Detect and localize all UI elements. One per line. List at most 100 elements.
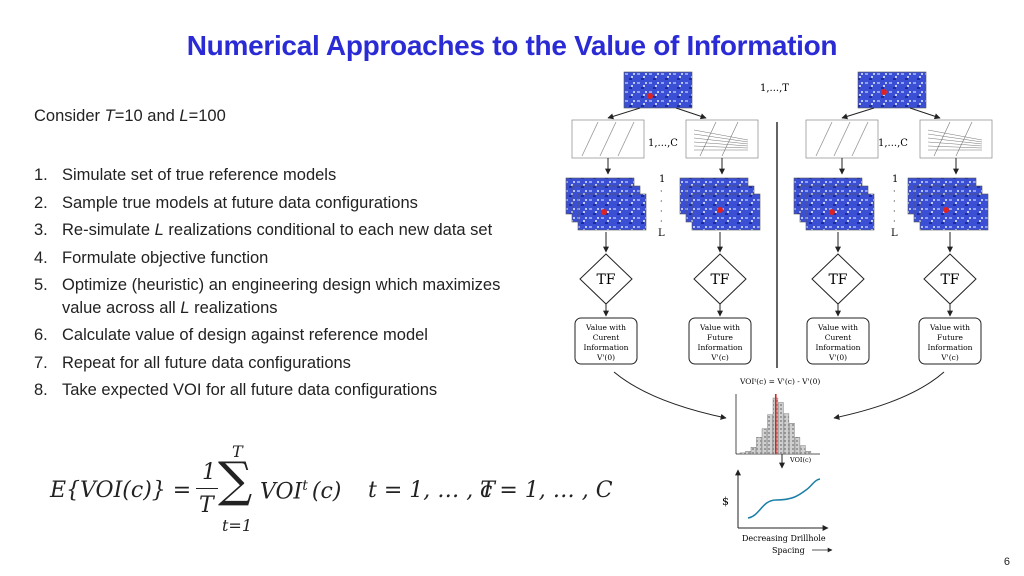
histogram-bar: [805, 451, 812, 455]
svg-text:Curent: Curent: [593, 333, 619, 342]
config-count-label-left: 1,...,C: [648, 138, 678, 149]
step-item: 5.Optimize (heuristic) an engineering de…: [34, 276, 501, 317]
intro-prefix: Consider: [34, 107, 105, 125]
step-item: 2.Sample true models at future data conf…: [34, 193, 418, 212]
svg-text:V'(0): V'(0): [828, 353, 847, 362]
formula-sum-top: T: [232, 442, 243, 461]
step-item: 6.Calculate value of design against refe…: [34, 326, 428, 344]
config-panel-current-left: [571, 119, 645, 159]
svg-text:Information: Information: [927, 343, 972, 352]
tf-diamond-4: TF: [923, 253, 977, 305]
curve-ylabel: $: [722, 495, 729, 508]
top-arrows: [607, 107, 941, 120]
histogram-bar: [756, 437, 762, 455]
page-number: 6: [1003, 556, 1010, 568]
step-item: 8.Take expected VOI for all future data …: [34, 381, 438, 399]
formula-frac-den: T: [199, 493, 214, 518]
config-arrows: [605, 158, 959, 175]
histogram-bar: [750, 447, 757, 455]
svg-text:·: ·: [660, 207, 663, 216]
formula-range-t: t = 1, … , T: [368, 478, 495, 503]
step-item: 4.Formulate objective function: [34, 248, 269, 267]
tf-diamonds: TF TF TF TF: [579, 253, 977, 305]
value-box-4: Value with Future Information V'(c): [918, 317, 982, 365]
svg-text:TF: TF: [940, 272, 959, 288]
intro-var-t: T: [104, 107, 115, 125]
reference-count-label: 1,...,T: [760, 83, 789, 94]
reference-model-left: [623, 71, 693, 109]
formula-frac-bar: [196, 488, 218, 489]
formula-sum-bottom: t=1: [222, 516, 253, 535]
svg-text:Value with: Value with: [929, 323, 970, 332]
tf-diamond-2: TF: [693, 253, 747, 305]
realization-stack-3: [793, 177, 875, 231]
value-box-1: Value with Curent Information V'(0): [574, 317, 638, 365]
curve-xlabel-line2: Spacing: [772, 546, 805, 555]
config-panel-current-right: [805, 119, 879, 159]
svg-text:·: ·: [893, 217, 896, 226]
svg-text:Future: Future: [937, 333, 963, 342]
tf-diamond-1: TF: [579, 253, 633, 305]
histogram-bar: [767, 414, 773, 455]
svg-text:Value with: Value with: [699, 323, 740, 332]
step-item: 1.Simulate set of true reference models: [34, 166, 337, 184]
svg-text:TF: TF: [710, 272, 729, 288]
svg-text:V'(c): V'(c): [940, 353, 959, 362]
tf-arrows: [603, 304, 953, 317]
steps-list: 1.Simulate set of true reference models …: [34, 164, 544, 407]
realization-labels: 1 · · · · L 1 · · · · L: [658, 174, 898, 239]
value-box-3: Value with Curent Information V'(0): [806, 317, 870, 365]
svg-text:Information: Information: [583, 343, 628, 352]
svg-text:V'(c): V'(c): [710, 353, 729, 362]
config-panel-future-left: [685, 119, 759, 159]
step-item: 7.Repeat for all future data configurati…: [34, 353, 351, 372]
svg-text:·: ·: [660, 197, 663, 206]
value-box-2: Value with Future Information V'(c): [688, 317, 752, 365]
formula-range-c: c = 1, … , C: [480, 478, 613, 503]
realization-label-top-right: 1: [892, 174, 898, 185]
svg-text:V'(0): V'(0): [596, 353, 615, 362]
histogram-bar: [778, 402, 784, 455]
slide-title: Numerical Approaches to the Value of Inf…: [186, 30, 838, 61]
voi-curve-line: [747, 478, 821, 519]
svg-text:·: ·: [893, 197, 896, 206]
intro-suffix: =100: [188, 107, 226, 125]
voi-formula: E{VOI(c)} = 1 T T ∑ t=1 VOIt(c) t = 1, ……: [50, 442, 613, 543]
formula-frac-num: 1: [202, 460, 216, 485]
svg-text:·: ·: [893, 207, 896, 216]
histogram-bar: [800, 445, 806, 455]
svg-text:·: ·: [660, 217, 663, 226]
histogram-bar: [745, 451, 751, 455]
svg-text:·: ·: [893, 187, 896, 196]
svg-text:Value with: Value with: [585, 323, 626, 332]
formula-lhs: E{VOI(c)} =: [50, 478, 192, 503]
formula-term: VOIt(c): [260, 478, 342, 505]
reference-model-right: [857, 71, 927, 109]
config-count-label-right: 1,...,C: [878, 138, 908, 149]
realization-stack-1: [565, 177, 647, 231]
stack-arrows: [603, 232, 953, 253]
config-panels: [571, 119, 993, 159]
intro-var-l: L: [179, 107, 189, 125]
histogram-bar: [783, 413, 790, 455]
tf-diamond-3: TF: [811, 253, 865, 305]
histogram-label: VOI(c): [789, 456, 812, 464]
voi-equation: VOIᵗ(c) = V'(c) - V'(0): [739, 377, 820, 386]
realization-stack-2: [679, 177, 761, 231]
curve-xlabel-line1: Decreasing Drillhole: [742, 534, 826, 543]
svg-text:Value with: Value with: [817, 323, 858, 332]
config-panel-future-right: [919, 119, 993, 159]
histogram-bar: [761, 428, 768, 455]
realization-stack-4: [907, 177, 989, 231]
realization-stacks: [565, 177, 989, 231]
svg-text:Future: Future: [707, 333, 733, 342]
histogram-bar: [789, 423, 795, 455]
step-item: 3.Re-simulate L realizations conditional…: [34, 221, 493, 239]
intro-mid: =10 and: [114, 107, 180, 125]
value-boxes: Value with Curent Information V'(0) Valu…: [574, 317, 982, 365]
histogram-bar: [794, 437, 801, 455]
svg-text:·: ·: [660, 187, 663, 196]
svg-text:TF: TF: [828, 272, 847, 288]
realization-label-bottom-right: L: [891, 228, 898, 239]
